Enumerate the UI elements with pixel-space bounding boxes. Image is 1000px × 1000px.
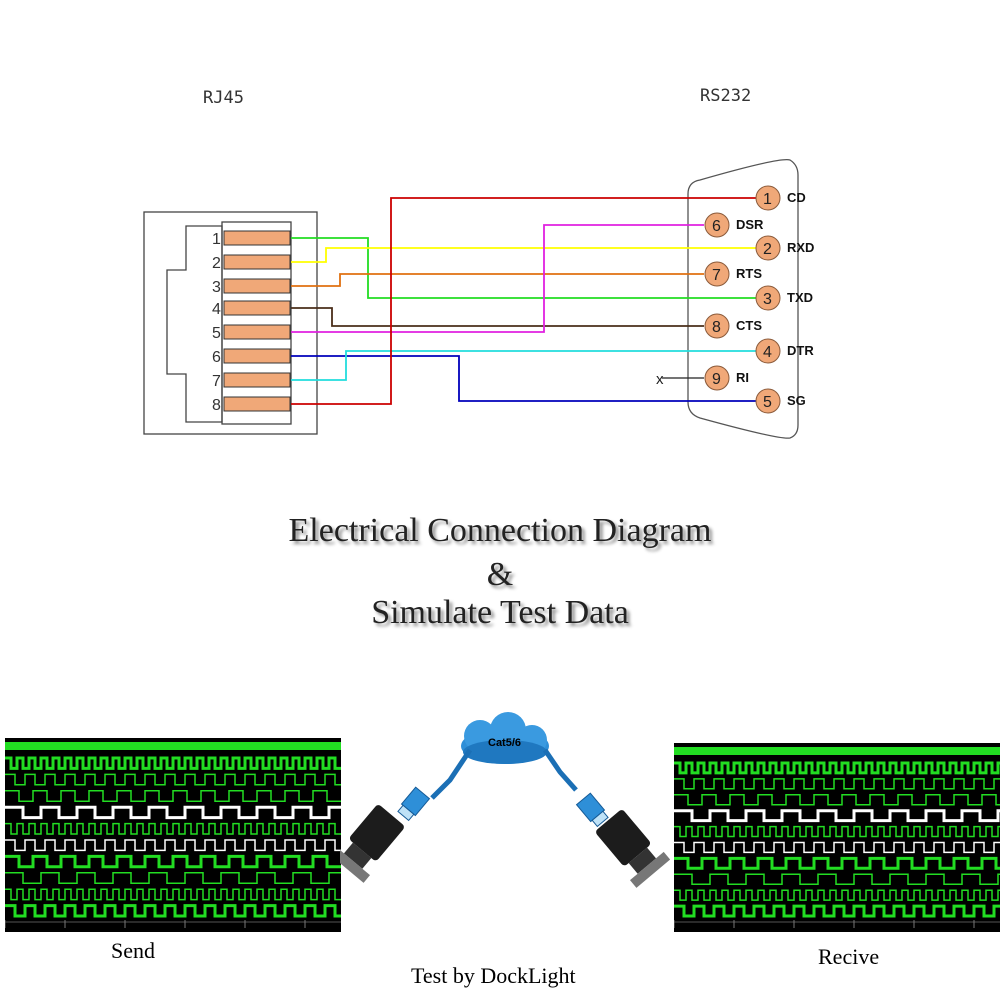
wire-rj45-5-to-db9-6 xyxy=(291,224,704,333)
rj45-pin-contact xyxy=(223,348,291,364)
send-label: Send xyxy=(111,938,155,963)
db9-pin-number: 6 xyxy=(712,218,721,235)
waveform-trace xyxy=(674,856,1000,870)
db9-pin-name: RTS xyxy=(736,266,762,281)
db9-pin-name: TXD xyxy=(787,290,813,305)
db9-pin xyxy=(704,212,730,238)
wires xyxy=(291,197,757,405)
wire-rj45-4-to-db9-8 xyxy=(291,307,704,327)
db9-pin-name: CD xyxy=(787,190,806,205)
receive-waveform-panel xyxy=(674,743,1000,932)
waveform-trace xyxy=(674,873,1000,885)
rj45-pin-contact xyxy=(223,254,291,270)
rj45-pin-number: 2 xyxy=(212,255,221,272)
cloud-icon xyxy=(461,712,549,764)
rj45-pin-number: 1 xyxy=(212,231,221,248)
db9-pin xyxy=(755,185,781,211)
rj45-pin-number: 7 xyxy=(212,373,221,390)
db9-pin xyxy=(755,388,781,414)
waveform-trace xyxy=(5,756,341,770)
waveform-trace xyxy=(674,825,1000,838)
waveform-trace xyxy=(674,809,1000,823)
db9-pin-number: 9 xyxy=(712,371,721,388)
waveform-trace xyxy=(5,888,341,901)
db9-pin-name: RXD xyxy=(787,240,814,255)
rj45-title: RJ45 xyxy=(203,88,244,108)
db9-pin-number: 7 xyxy=(712,267,721,284)
cloud-label: Cat5/6 xyxy=(488,737,521,749)
rj45-jack xyxy=(143,211,318,435)
db9-pin-number: 2 xyxy=(763,241,772,258)
db9-pin xyxy=(755,338,781,364)
wire-rj45-8-to-db9-1 xyxy=(291,197,757,405)
db9-pin-number: 5 xyxy=(763,394,772,411)
waveform-trace xyxy=(5,872,341,884)
db9-pin-name: SG xyxy=(787,393,806,408)
heading-line-1: Electrical Connection Diagram xyxy=(288,512,712,549)
heading-line-2: & xyxy=(486,556,514,593)
rs232-title: RS232 xyxy=(700,86,752,106)
waveform-trace xyxy=(674,841,1000,854)
db9-pin-name: DTR xyxy=(787,343,814,358)
rj45-pin-contact xyxy=(223,300,291,316)
waveform-trace xyxy=(674,889,1000,901)
db9-pin xyxy=(704,261,730,287)
heading-line-3: Simulate Test Data xyxy=(371,594,629,631)
rj45-pin-contact xyxy=(223,278,291,294)
db9-pin-name: RI xyxy=(736,370,749,385)
db9-pin-number: 3 xyxy=(763,291,772,308)
wire-rj45-3-to-db9-7 xyxy=(291,273,704,287)
right-db9-adapter-icon xyxy=(596,810,670,888)
db9-pin-number: 1 xyxy=(763,191,772,208)
db9-pin xyxy=(755,285,781,311)
db9-pin-number: 8 xyxy=(712,319,721,336)
db9-pin-name: CTS xyxy=(736,318,762,333)
right-rj45-plug-icon xyxy=(575,792,609,828)
rj45-pin-contact xyxy=(223,372,291,388)
left-cable xyxy=(430,748,473,800)
rj45-pin-number: 6 xyxy=(212,349,221,366)
db9-pin-name: DSR xyxy=(736,217,764,232)
rj45-pin-number: 5 xyxy=(212,325,221,342)
waveform-bar xyxy=(5,742,341,750)
waveform-trace xyxy=(674,778,1000,790)
rj45-pin-number: 8 xyxy=(212,397,221,414)
rj45-pin-contact xyxy=(223,324,291,340)
test-setup-illustration: Cat5/6 xyxy=(340,712,670,888)
ri-no-connect-mark: x xyxy=(656,371,664,388)
rj45-pin-contact xyxy=(223,396,291,412)
waveform-bar xyxy=(674,747,1000,755)
wire-rj45-6-to-db9-5 xyxy=(291,355,757,402)
wire-rj45-1-to-db9-3 xyxy=(291,237,757,299)
db9-pin xyxy=(704,365,730,391)
db9-pin xyxy=(704,313,730,339)
waveform-trace xyxy=(5,839,341,852)
db9-pin-number: 4 xyxy=(763,344,772,361)
receive-label: Recive xyxy=(818,944,880,969)
footer-caption: Test by DockLight xyxy=(411,963,576,988)
waveform-trace xyxy=(5,854,341,869)
left-db9-adapter-icon xyxy=(340,805,404,883)
waveform-trace xyxy=(674,904,1000,918)
waveform-trace xyxy=(5,805,341,820)
db9-shell xyxy=(687,159,799,439)
right-cable xyxy=(542,748,578,792)
left-rj45-plug-icon xyxy=(397,786,431,822)
wire-rj45-7-to-db9-4 xyxy=(291,350,757,381)
rj45-pins: 1 2 3 4 5 6 7 8 xyxy=(212,230,291,414)
waveform-trace xyxy=(5,790,341,802)
waveform-trace xyxy=(5,822,341,835)
rj45-pin-number: 4 xyxy=(212,301,221,318)
waveform-trace xyxy=(5,773,341,786)
db9-pin xyxy=(755,235,781,261)
wire-rj45-2-to-db9-2 xyxy=(291,247,757,263)
send-waveform-panel xyxy=(5,738,341,932)
rj45-pin-contact xyxy=(223,230,291,246)
rj45-pin-number: 3 xyxy=(212,279,221,296)
waveform-trace xyxy=(674,794,1000,806)
waveform-trace xyxy=(674,761,1000,775)
waveform-trace xyxy=(5,904,341,918)
